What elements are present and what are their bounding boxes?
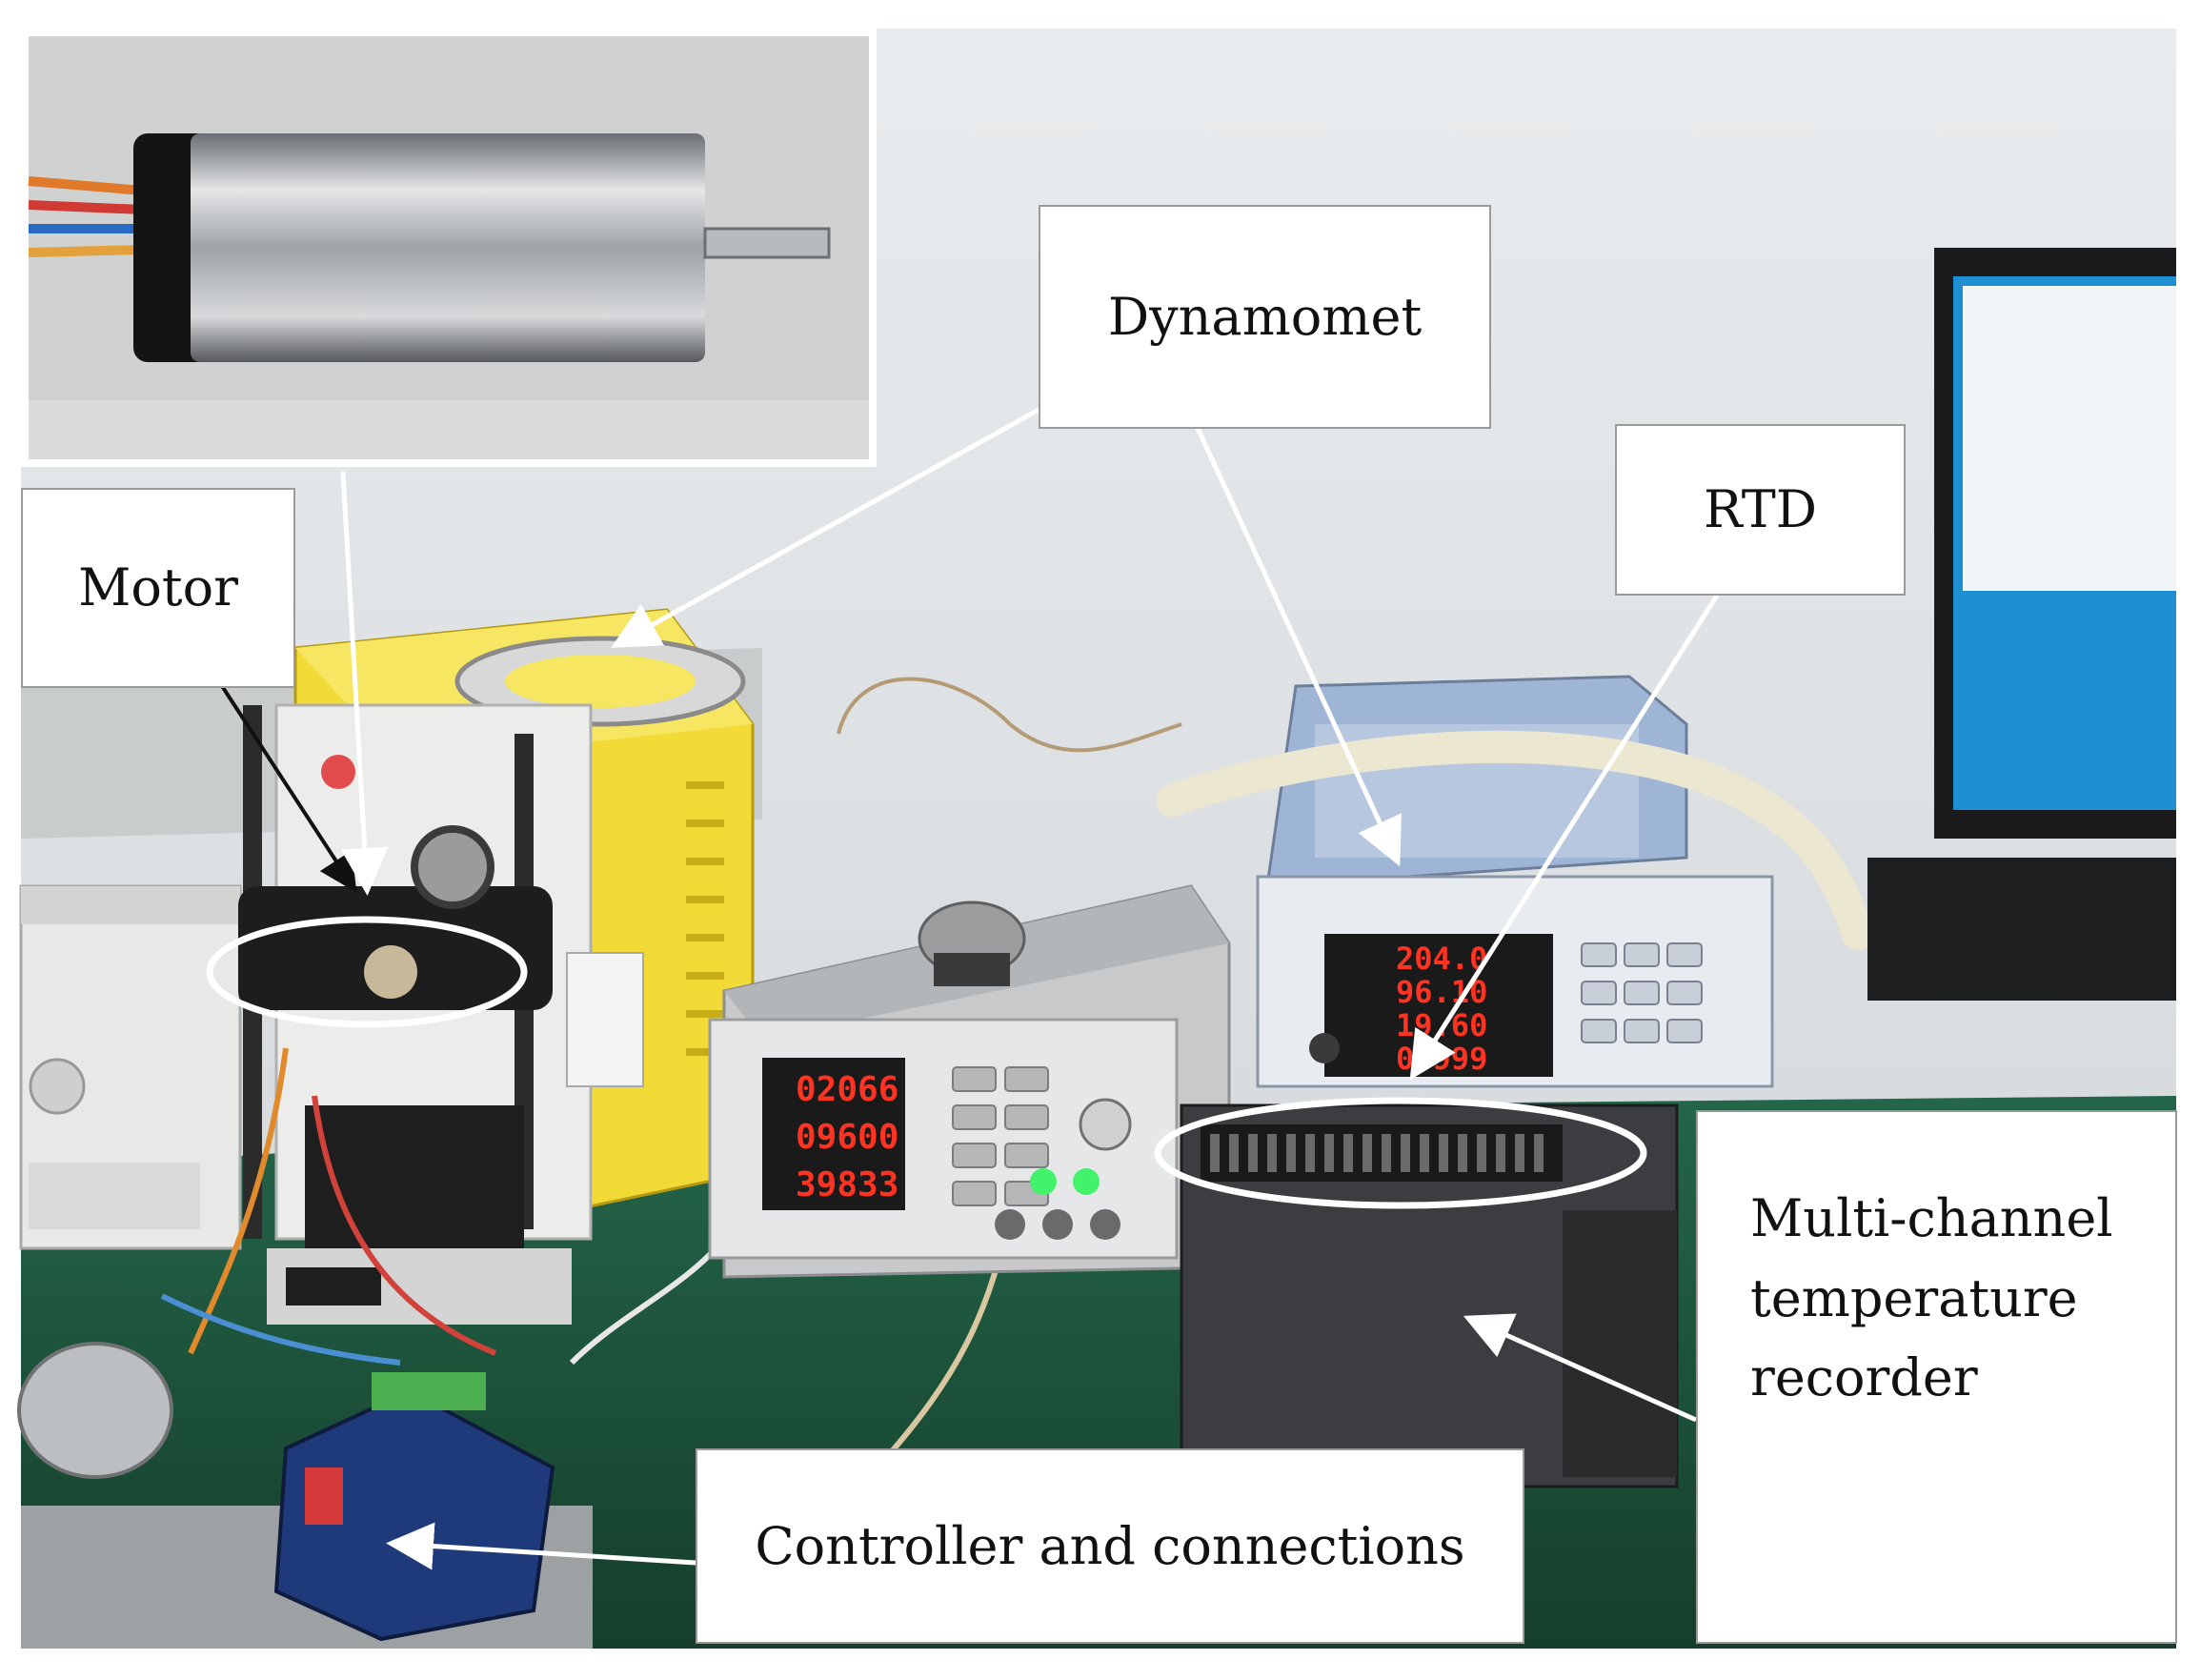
rtd-label-text: RTD: [1703, 479, 1818, 540]
left-power-unit: [19, 884, 242, 1250]
annotation-arrows: [386, 407, 1723, 1570]
recorder-label-line-1: Multi-channel: [1750, 1188, 2113, 1248]
recorder-label-line-2: temperature: [1750, 1267, 2078, 1328]
psu-readout-2: 09600: [796, 1118, 898, 1157]
controller-board: [273, 1372, 555, 1642]
meter-readout-4: 0.999: [1396, 1041, 1487, 1077]
motor-fixture: [238, 705, 572, 1325]
dynamometer-label: Dynamomet: [1039, 205, 1491, 429]
dynamometer-label-text: Dynamomet: [1107, 286, 1423, 347]
controller-label-text: Controller and connections: [755, 1515, 1465, 1576]
controller-label: Controller and connections: [696, 1448, 1524, 1644]
motor-label-text: Motor: [78, 557, 238, 618]
recorder-label-line-3: recorder: [1750, 1347, 1978, 1408]
psu-readout-3: 39833: [796, 1165, 898, 1204]
psu-readout-1: 02066: [796, 1070, 898, 1109]
rtd-label: RTD: [1615, 424, 1906, 596]
temperature-recorder: [1180, 1103, 1679, 1488]
computer-monitor: [1867, 248, 2176, 1001]
flex-hose: [1156, 730, 1874, 950]
motor-inset-photo: [21, 29, 877, 467]
motor-highlight-ellipse: [206, 916, 528, 1028]
motor-label: Motor: [21, 488, 295, 688]
recorder-label: Multi-channel temperature recorder: [1696, 1110, 2177, 1644]
recorder-highlight-ellipse: [1154, 1097, 1647, 1209]
meter-readout-1: 204.0: [1396, 941, 1487, 977]
